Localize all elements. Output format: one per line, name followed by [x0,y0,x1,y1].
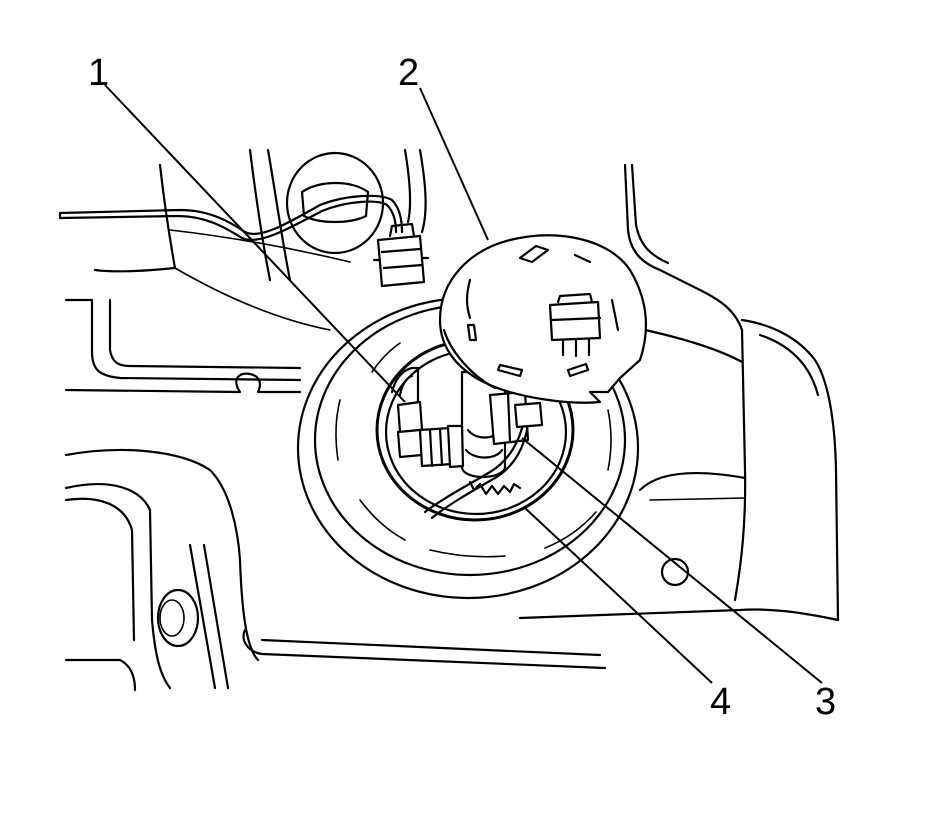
callout-2: 2 [398,52,419,94]
callout-4: 4 [710,681,731,723]
module-wiring [423,401,544,520]
wiring-harness [58,194,430,288]
fuel-feed-line [390,366,465,469]
callout-1: 1 [88,52,109,94]
harness-connector [372,222,430,288]
body-panel-outline [64,148,840,692]
pump-module [390,366,544,520]
leader-line-4 [524,507,713,684]
module-flange-cover [438,234,648,404]
leader-line-3 [521,437,823,684]
callout-3: 3 [815,681,836,723]
leader-line-2 [419,87,489,241]
flange-electrical-connector [548,292,602,358]
leader-line-1 [104,84,406,403]
leader-lines [104,84,823,684]
